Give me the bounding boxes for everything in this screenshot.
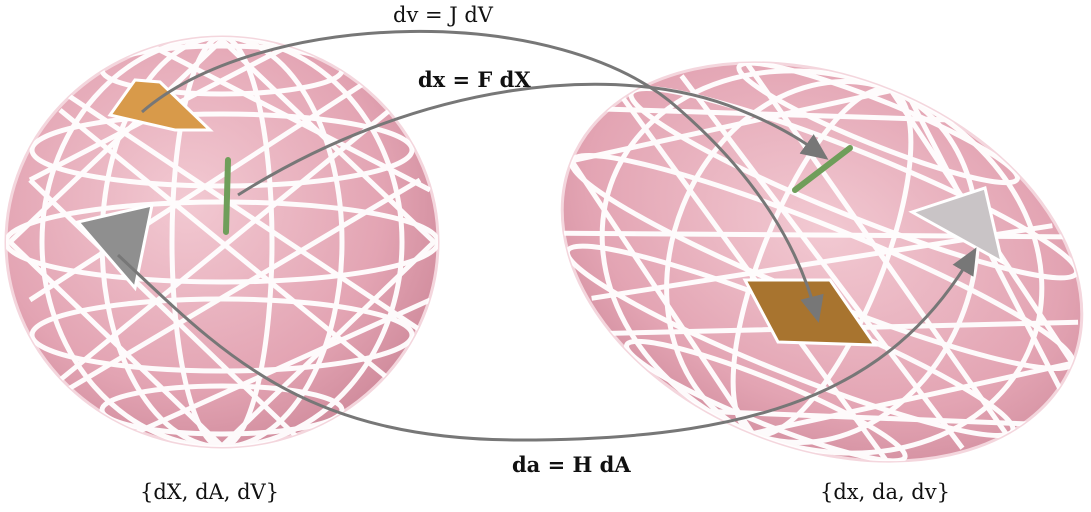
area-map-arrow [116,247,977,442]
reference-volume-element [107,78,214,132]
volume-map-label: dv = J dV [393,3,493,27]
reference-set-label: {dX, dA, dV} [140,480,280,504]
reference-area-element [75,203,154,292]
line-map-label: dx = F dX [418,67,531,92]
current-line-element [792,145,853,193]
current-area-element [908,186,1005,265]
line-map-arrow [237,82,829,197]
volume-map-arrow [141,29,824,323]
current-body [560,56,1084,478]
area-map-label: da = H dA [512,452,631,477]
reference-line-element [223,157,231,235]
reference-body [4,35,440,449]
current-set-label: {dx, da, dv} [820,480,950,504]
